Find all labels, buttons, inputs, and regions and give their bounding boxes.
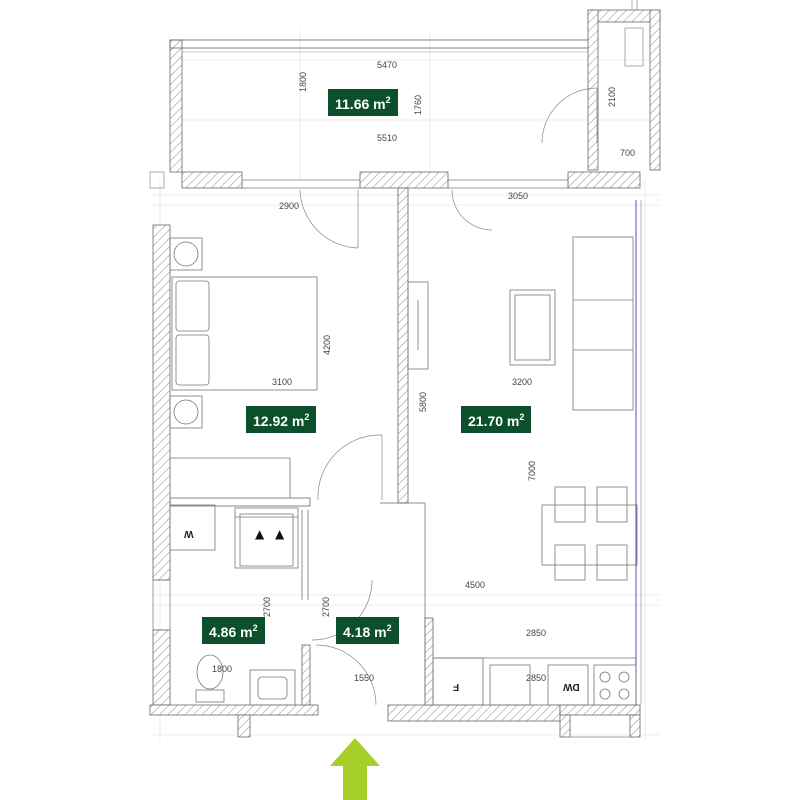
dim-living-depth: 7000 — [527, 460, 538, 482]
wardrobe-arrow-icon: ▲ — [275, 527, 285, 541]
dim-kitchen-counter: 2850 — [526, 628, 547, 638]
exterior-walls — [149, 171, 642, 738]
bathroom-area-value: 4.86 m — [209, 624, 253, 640]
construction-lines — [150, 30, 660, 740]
dim-living-width: 3200 — [512, 377, 533, 387]
dim-living-top: 3050 — [508, 191, 529, 201]
dim-balcony-width-top: 5470 — [377, 60, 398, 70]
bathroom-area-unit: 2 — [252, 623, 258, 633]
arrow-up-icon — [330, 738, 380, 800]
washer-label: W — [184, 528, 194, 539]
dim-balcony-width-bottom: 5510 — [377, 133, 398, 143]
kitchen-counter — [432, 657, 637, 706]
bathroom-area-badge: 4.86 m2 — [202, 617, 265, 644]
bedroom-furniture — [169, 237, 318, 498]
hall-area-badge: 4.18 m2 — [336, 617, 399, 644]
dim-storage-width: 700 — [620, 148, 636, 158]
dim-hall-depth: 2700 — [321, 596, 332, 618]
wardrobe-arrow-icon: ▲ — [255, 527, 265, 541]
dim-kitchen-counter-inner: 2850 — [526, 673, 547, 683]
bedroom-area-value: 12.92 m — [253, 413, 305, 429]
bathroom-fixtures — [169, 504, 299, 706]
bedroom-area-unit: 2 — [304, 412, 310, 422]
balcony-area-badge: 11.66 m2 — [328, 89, 398, 116]
bedroom-area-badge: 12.92 m2 — [246, 406, 317, 433]
living-area-badge: 21.70 m2 — [461, 406, 532, 433]
hall-area-value: 4.18 m — [343, 624, 387, 640]
dim-balcony-depth-left: 1800 — [298, 71, 309, 93]
balcony — [169, 0, 661, 173]
dim-bath-inner: 1800 — [212, 664, 233, 674]
living-area-value: 21.70 m — [468, 413, 520, 429]
balcony-area-value: 11.66 m — [335, 96, 386, 112]
dim-balcony-depth-right: 1760 — [413, 94, 424, 116]
living-area-unit: 2 — [519, 412, 525, 422]
dim-living-wall: 5800 — [418, 391, 429, 413]
living-furniture — [407, 236, 638, 581]
dim-bedroom-width: 3100 — [272, 377, 293, 387]
fridge-label: F — [453, 681, 460, 692]
dim-storage-height: 2100 — [607, 86, 618, 108]
hall-area-unit: 2 — [386, 623, 392, 633]
dim-hall-width: 1550 — [354, 673, 375, 683]
dim-bedroom-top: 2900 — [279, 201, 300, 211]
dim-bedroom-depth: 4200 — [322, 334, 333, 356]
dishwasher-label: DW — [563, 681, 580, 692]
balcony-area-unit: 2 — [385, 95, 391, 105]
dim-bath-depth: 2700 — [262, 596, 273, 618]
dim-kitchen-run: 4500 — [465, 580, 486, 590]
